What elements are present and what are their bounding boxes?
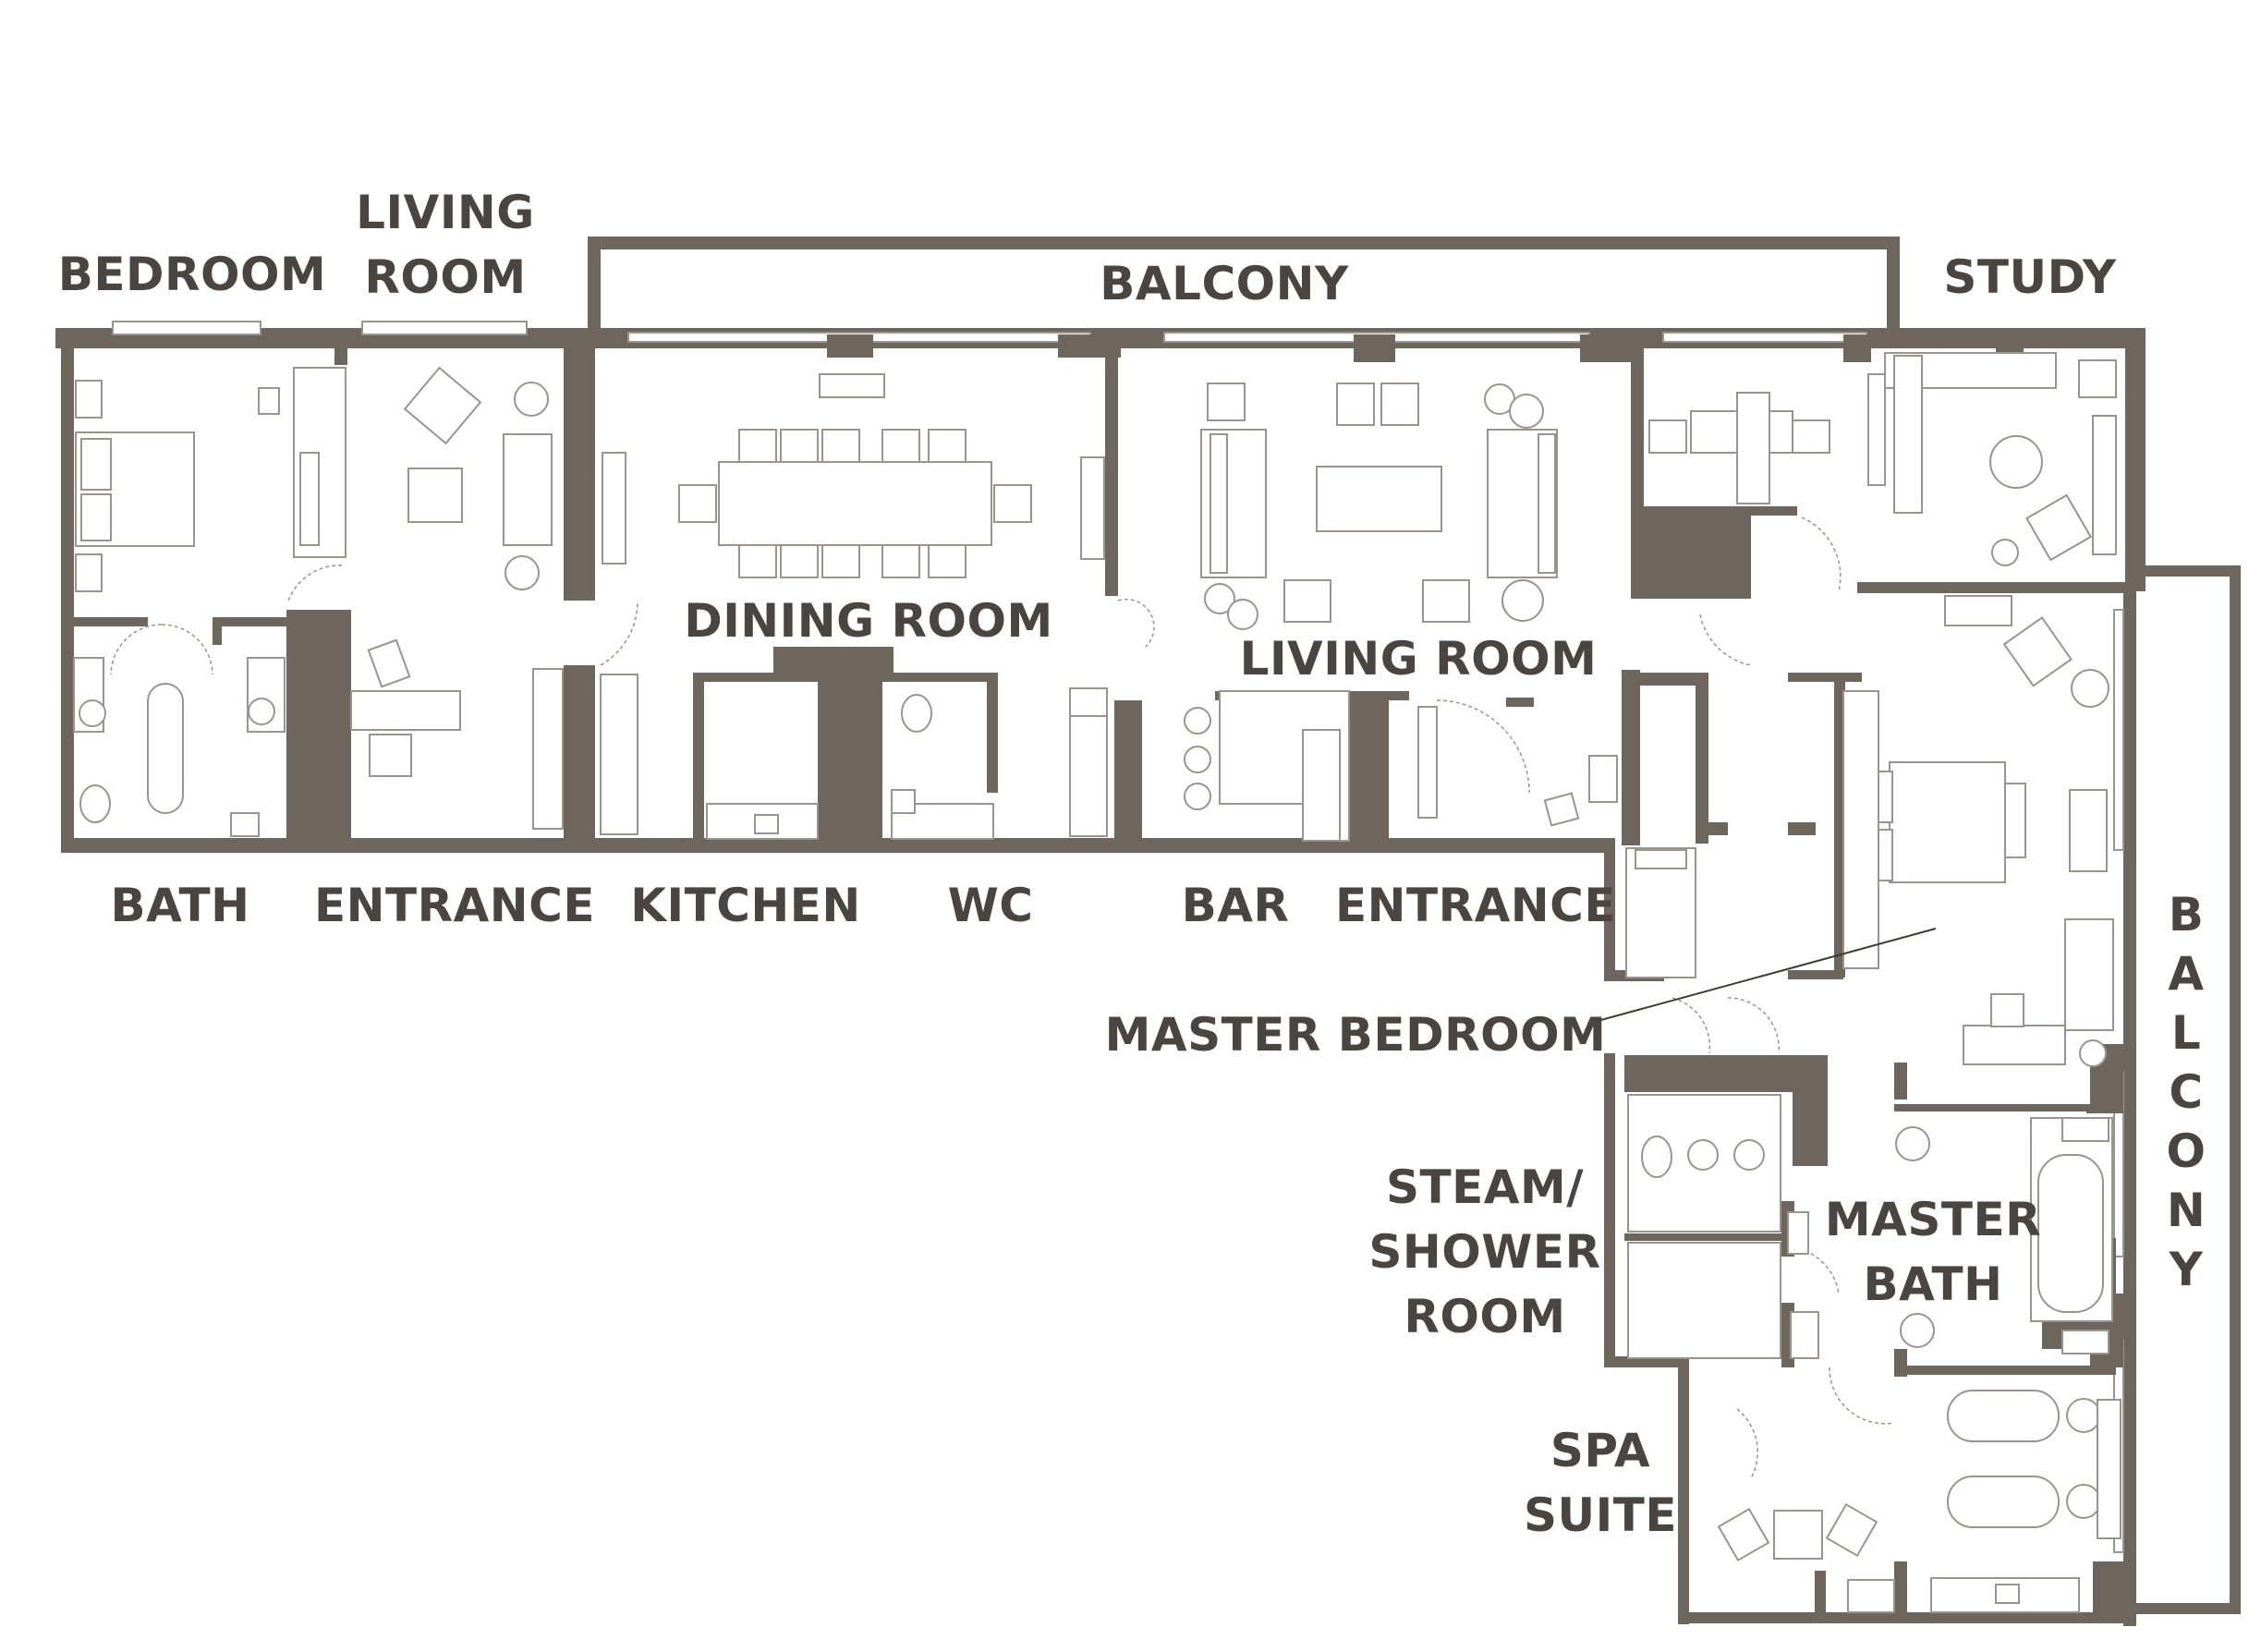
label-entrance-left: ENTRANCE <box>314 879 595 932</box>
label-spa-suite: SPA SUITE <box>1524 1418 1677 1548</box>
label-balcony-side-letter: C <box>2169 1065 2204 1119</box>
label-balcony-side-letter: Y <box>2169 1243 2204 1296</box>
steam-room-furniture <box>1627 1094 1819 1359</box>
dining-furniture <box>602 373 1105 578</box>
label-balcony-side-letter: N <box>2166 1184 2206 1237</box>
study-furniture <box>1648 352 2117 566</box>
label-bedroom: BEDROOM <box>57 248 327 301</box>
label-living-room-left: LIVING ROOM <box>356 180 535 310</box>
label-living-room-left-line1: LIVING <box>356 186 535 239</box>
label-living-room-left-line2: ROOM <box>364 250 527 304</box>
label-balcony-top: BALCONY <box>1100 257 1349 310</box>
spa-suite-furniture <box>1717 1390 2121 1613</box>
label-master-bath-line1: MASTER <box>1824 1193 2042 1246</box>
label-steam-line1: STEAM/ <box>1385 1160 1584 1214</box>
label-entrance-right: ENTRANCE <box>1335 879 1616 932</box>
label-steam-line2: SHOWER <box>1368 1225 1601 1279</box>
balcony-side-frame <box>2134 565 2241 1614</box>
label-balcony-side-letter: L <box>2170 1006 2202 1060</box>
bar-furniture <box>1184 690 1350 842</box>
label-spa-line1: SPA <box>1550 1424 1651 1477</box>
living-main-furniture <box>1200 383 1558 630</box>
living-left-furniture <box>350 366 638 835</box>
bedroom-furniture <box>75 367 346 592</box>
label-steam-shower-room: STEAM/ SHOWER ROOM <box>1368 1155 1600 1349</box>
label-master-bath-line2: BATH <box>1863 1257 2003 1311</box>
label-balcony-side: B A L C O N Y <box>2158 885 2214 1299</box>
label-spa-line2: SUITE <box>1524 1488 1677 1542</box>
label-balcony-side-letter: B <box>2168 888 2205 941</box>
door-swings <box>110 516 1895 1479</box>
master-bath-furniture <box>1895 1117 2113 1354</box>
label-bath: BATH <box>110 879 250 932</box>
label-master-bath: MASTER BATH <box>1825 1187 2041 1317</box>
kitchen-wc-furniture <box>706 687 1108 840</box>
entrance-right-furniture <box>1417 706 1618 827</box>
label-kitchen: KITCHEN <box>630 879 861 932</box>
label-steam-line3: ROOM <box>1404 1290 1566 1343</box>
label-balcony-side-letter: A <box>2168 947 2205 1001</box>
label-study: STUDY <box>1943 250 2117 304</box>
bath-furniture <box>73 657 286 837</box>
label-dining-room: DINING ROOM <box>684 594 1053 648</box>
master-bedroom-leader-line <box>1586 928 1937 1025</box>
master-bedroom-furniture <box>1625 595 2114 1067</box>
interior-walls <box>74 334 2123 1617</box>
label-wc: WC <box>947 879 1034 932</box>
label-bar: BAR <box>1181 879 1290 932</box>
label-living-room-main: LIVING ROOM <box>1239 632 1598 686</box>
balcony-top-frame <box>588 237 1900 338</box>
label-balcony-side-letter: O <box>2166 1124 2206 1178</box>
label-master-bedroom: MASTER BEDROOM <box>1104 1008 1607 1062</box>
